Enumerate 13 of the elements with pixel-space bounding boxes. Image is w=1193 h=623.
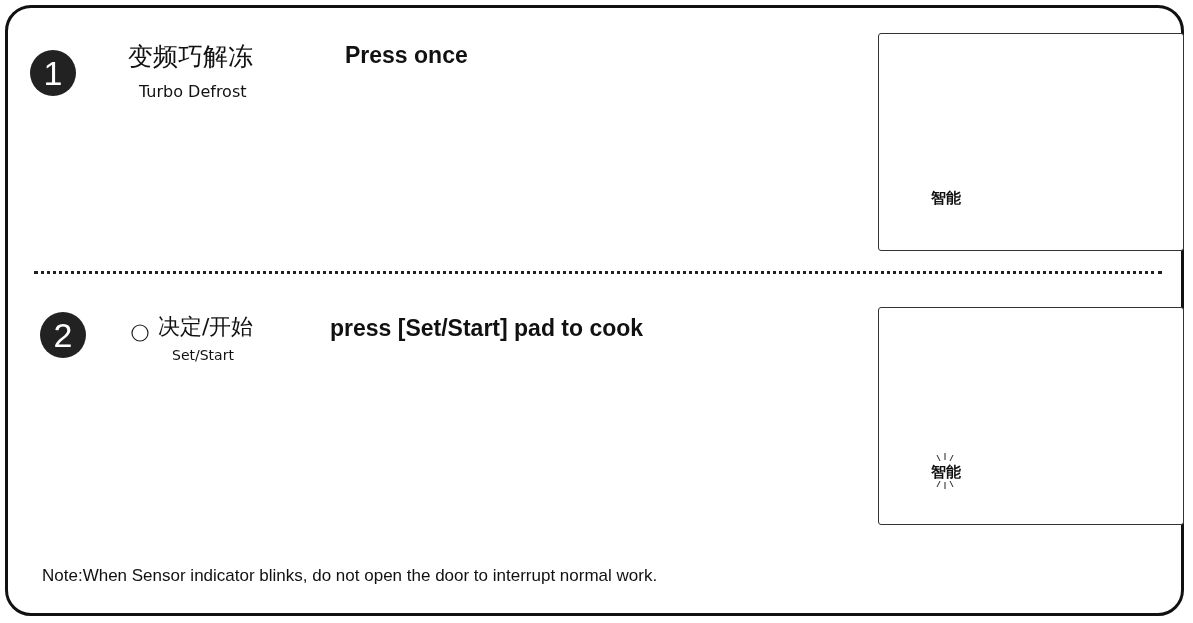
button-name-english: Turbo Defrost: [139, 82, 247, 101]
button-name: 变频巧解冻: [128, 41, 253, 73]
note-text: Note:When Sensor indicator blinks, do not open the door to interrupt normal work.: [42, 566, 658, 586]
button-name: 决定/开始: [158, 313, 254, 341]
display-screen: [878, 307, 1184, 525]
display-screen: [878, 33, 1184, 251]
button-name-english: Set/Start: [172, 347, 234, 363]
indicator-text: 智能: [931, 189, 961, 208]
step-number: 1: [30, 50, 76, 96]
instruction-text: press [Set/Start] pad to cook: [330, 315, 644, 342]
step-number: 2: [40, 312, 86, 358]
instruction-text: Press once: [345, 42, 468, 69]
indicator-text: 智能: [931, 463, 961, 482]
